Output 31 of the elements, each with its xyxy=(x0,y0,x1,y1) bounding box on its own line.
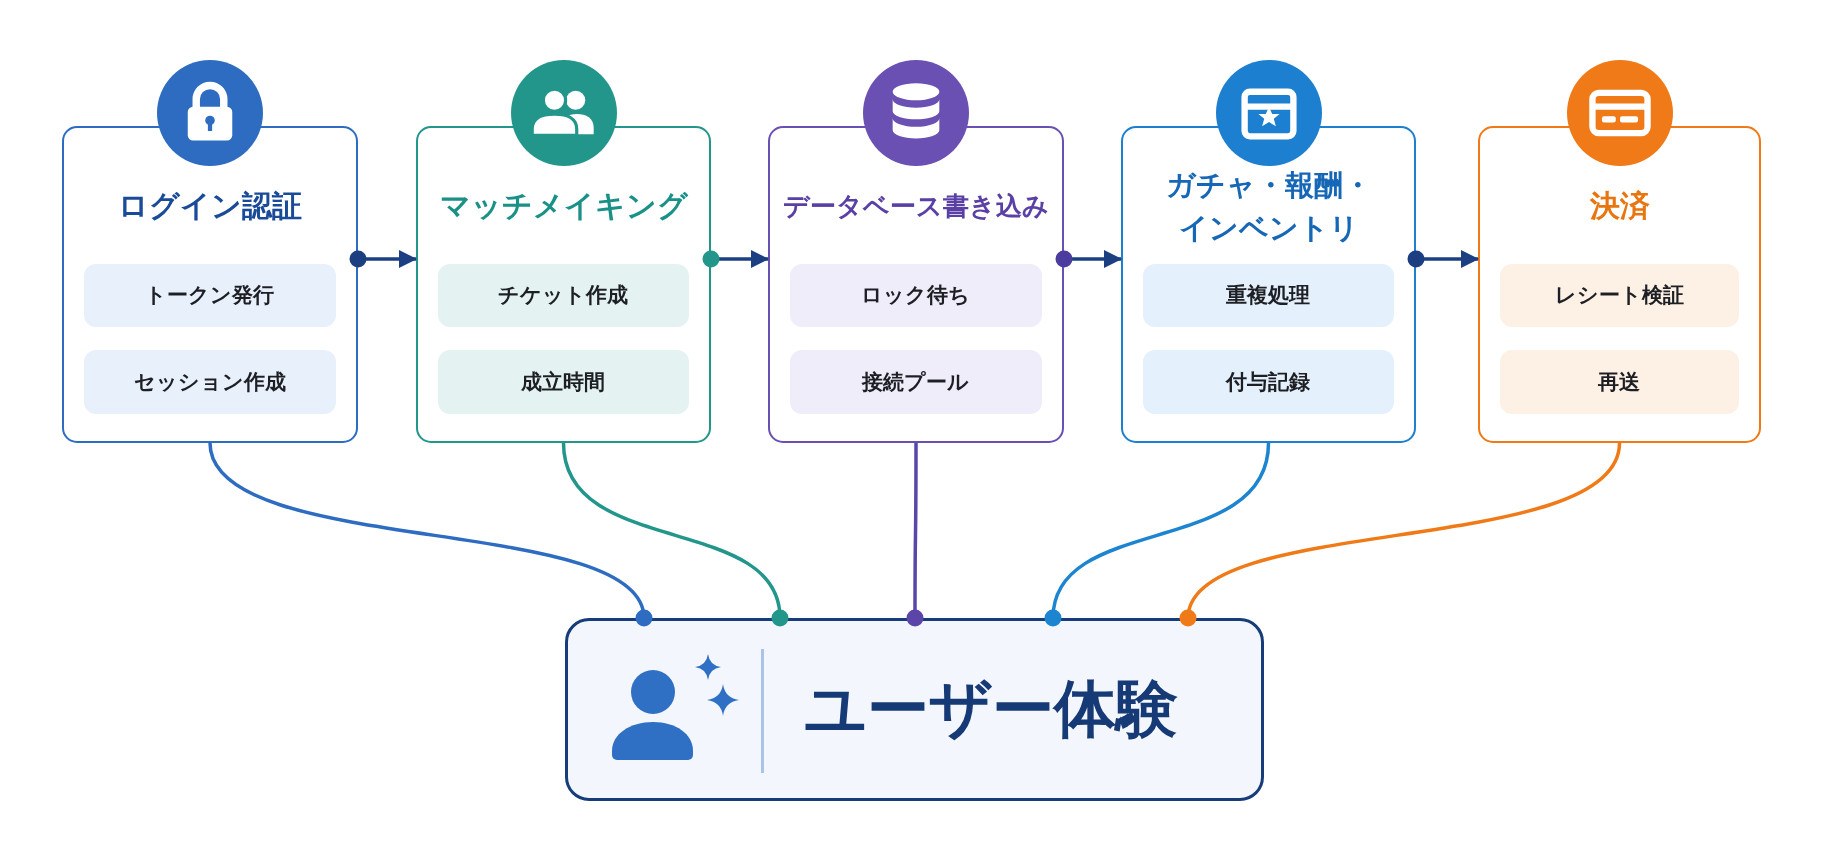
item-box: 重複処理 xyxy=(1142,263,1394,327)
arrow xyxy=(1055,250,1122,268)
card-title: ログイン認証 xyxy=(118,186,302,225)
connector-line xyxy=(561,442,789,627)
item-box: セッション作成 xyxy=(83,349,336,414)
connector-line xyxy=(1179,442,1622,627)
stage-card xyxy=(1121,126,1416,443)
stage-card xyxy=(416,126,711,443)
arrow xyxy=(702,250,769,268)
stage-card xyxy=(62,126,358,443)
item-box: ロック待ち xyxy=(789,263,1042,327)
item-box: 成立時間 xyxy=(437,349,689,414)
connector-line xyxy=(1044,442,1271,627)
item-box: 再送 xyxy=(1499,349,1739,414)
item-box: レシート検証 xyxy=(1499,263,1739,327)
summary-box xyxy=(565,618,1264,801)
arrow xyxy=(1407,250,1479,268)
stage-card xyxy=(768,126,1064,443)
item-box: チケット作成 xyxy=(437,263,689,327)
item-box: 付与記録 xyxy=(1142,349,1394,414)
card-title: マッチメイキング xyxy=(439,186,688,225)
card-title: 決済 xyxy=(1589,186,1650,225)
stage-card xyxy=(1478,126,1761,443)
item-box: トークン発行 xyxy=(83,263,336,327)
connector-line xyxy=(906,443,924,627)
card-title: ガチャ・報酬・インベントリ xyxy=(1164,166,1373,247)
arrow xyxy=(349,250,417,268)
connector-line xyxy=(208,442,653,627)
item-box: 接続プール xyxy=(789,349,1042,414)
summary-title: ユーザー体験 xyxy=(804,671,1178,747)
card-title: データベース書き込み xyxy=(783,189,1049,223)
